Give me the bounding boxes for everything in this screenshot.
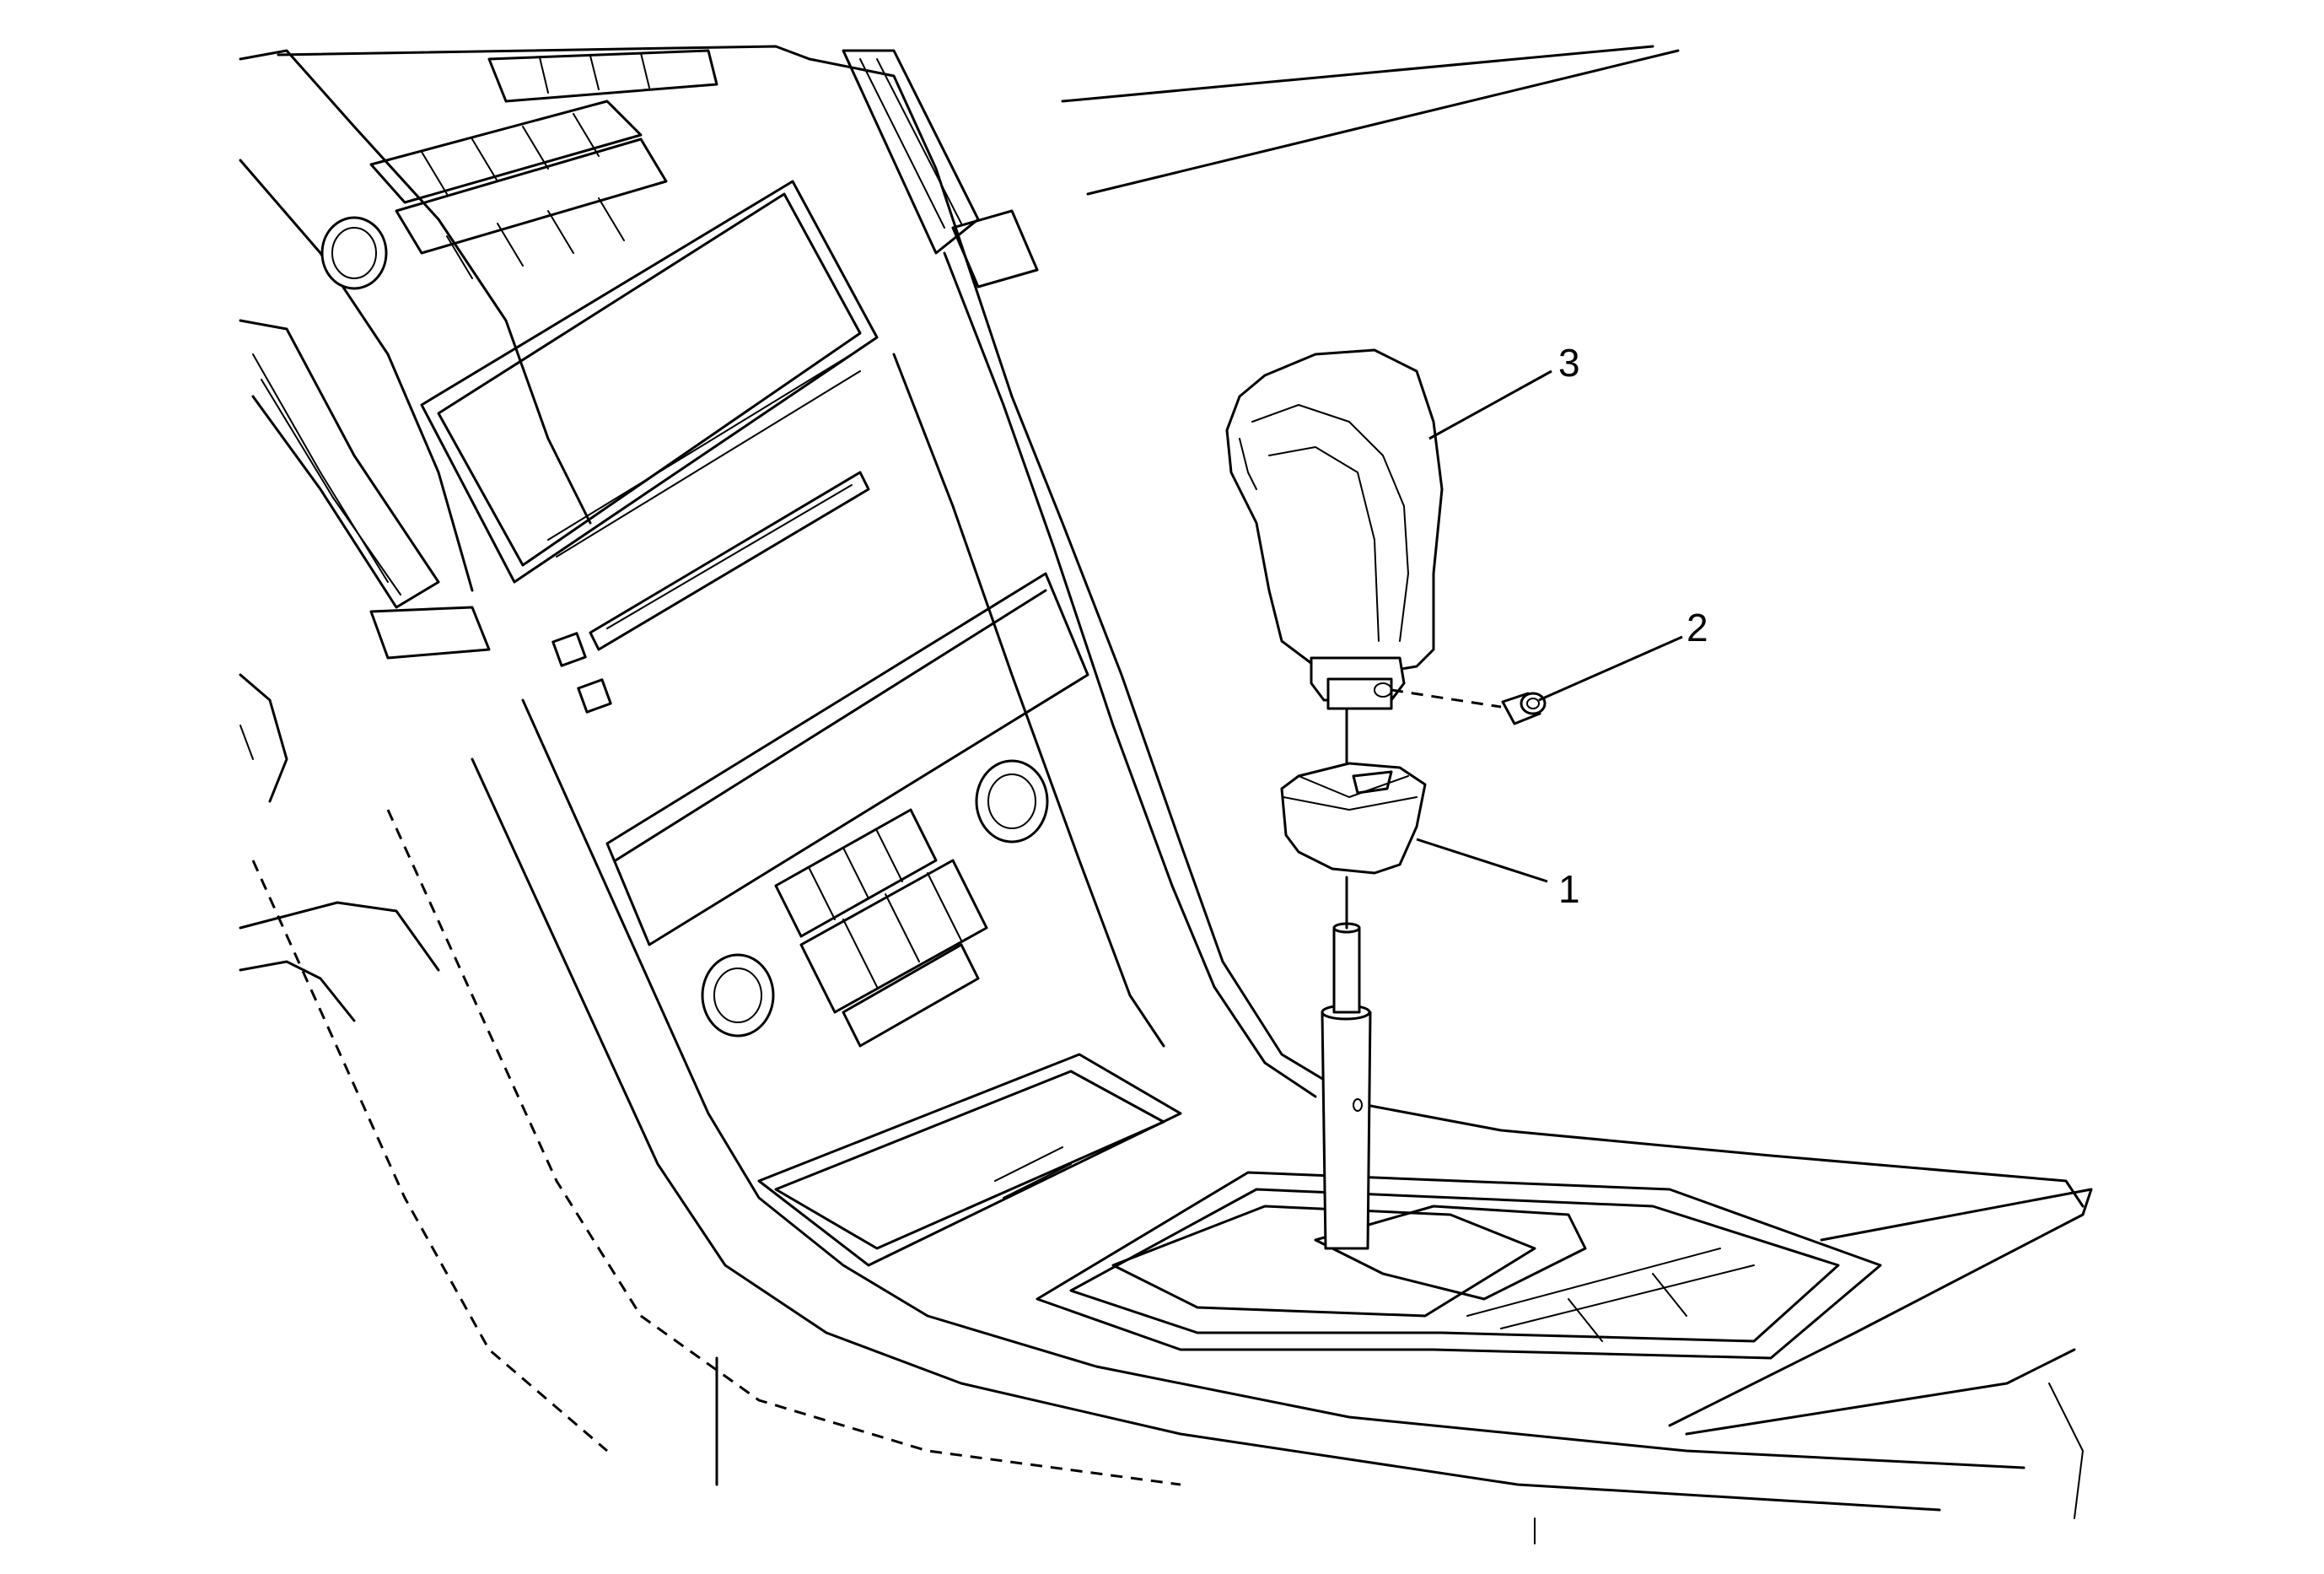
callout-2: 2 bbox=[1538, 606, 1708, 702]
callout-1: 1 bbox=[1416, 838, 1580, 911]
eject-buttons bbox=[551, 632, 612, 714]
storage-bin bbox=[757, 1053, 1182, 1267]
shifter-bezel bbox=[1036, 1171, 1882, 1360]
right-climate-knob bbox=[975, 759, 1049, 844]
disc-slot bbox=[589, 471, 870, 651]
callout-3: 3 bbox=[1428, 341, 1580, 440]
callout-3-label: 3 bbox=[1558, 341, 1580, 385]
right-air-vent bbox=[842, 49, 1039, 288]
callout-2-label: 2 bbox=[1687, 606, 1708, 650]
instrument-panel bbox=[239, 45, 1089, 1048]
center-console bbox=[239, 45, 2093, 1544]
center-button-cluster bbox=[774, 808, 988, 1048]
top-button-grid bbox=[369, 49, 718, 279]
retaining-screw bbox=[1391, 688, 1547, 725]
left-air-vent bbox=[239, 319, 491, 660]
left-volume-knob bbox=[320, 216, 388, 290]
left-climate-knob bbox=[701, 953, 775, 1038]
center-display bbox=[420, 180, 879, 584]
shift-lever-rod bbox=[1321, 876, 1372, 1250]
callout-1-label: 1 bbox=[1558, 867, 1580, 911]
shift-knob bbox=[1225, 348, 1444, 710]
climate-panel bbox=[605, 572, 1089, 946]
callouts: 3 2 1 bbox=[1416, 341, 1708, 911]
shift-knob-boot bbox=[1280, 707, 1427, 875]
